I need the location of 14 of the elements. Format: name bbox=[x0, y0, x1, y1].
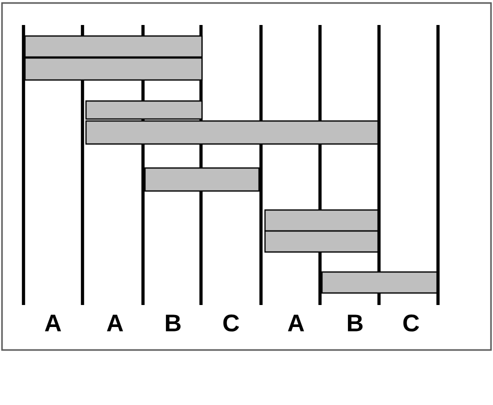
bar bbox=[264, 230, 379, 253]
bar bbox=[144, 167, 260, 192]
bar bbox=[264, 209, 379, 232]
letter-label: C bbox=[223, 314, 239, 332]
letter-label: A bbox=[288, 314, 304, 332]
letter-label: C bbox=[403, 314, 419, 332]
letter-label: A bbox=[106, 314, 124, 332]
bar bbox=[85, 100, 203, 120]
letter-label: B bbox=[348, 314, 363, 332]
bar bbox=[24, 57, 203, 81]
bar bbox=[321, 271, 438, 294]
bar bbox=[24, 35, 203, 58]
letter-label: B bbox=[166, 314, 181, 332]
letter-label: A bbox=[44, 314, 62, 332]
